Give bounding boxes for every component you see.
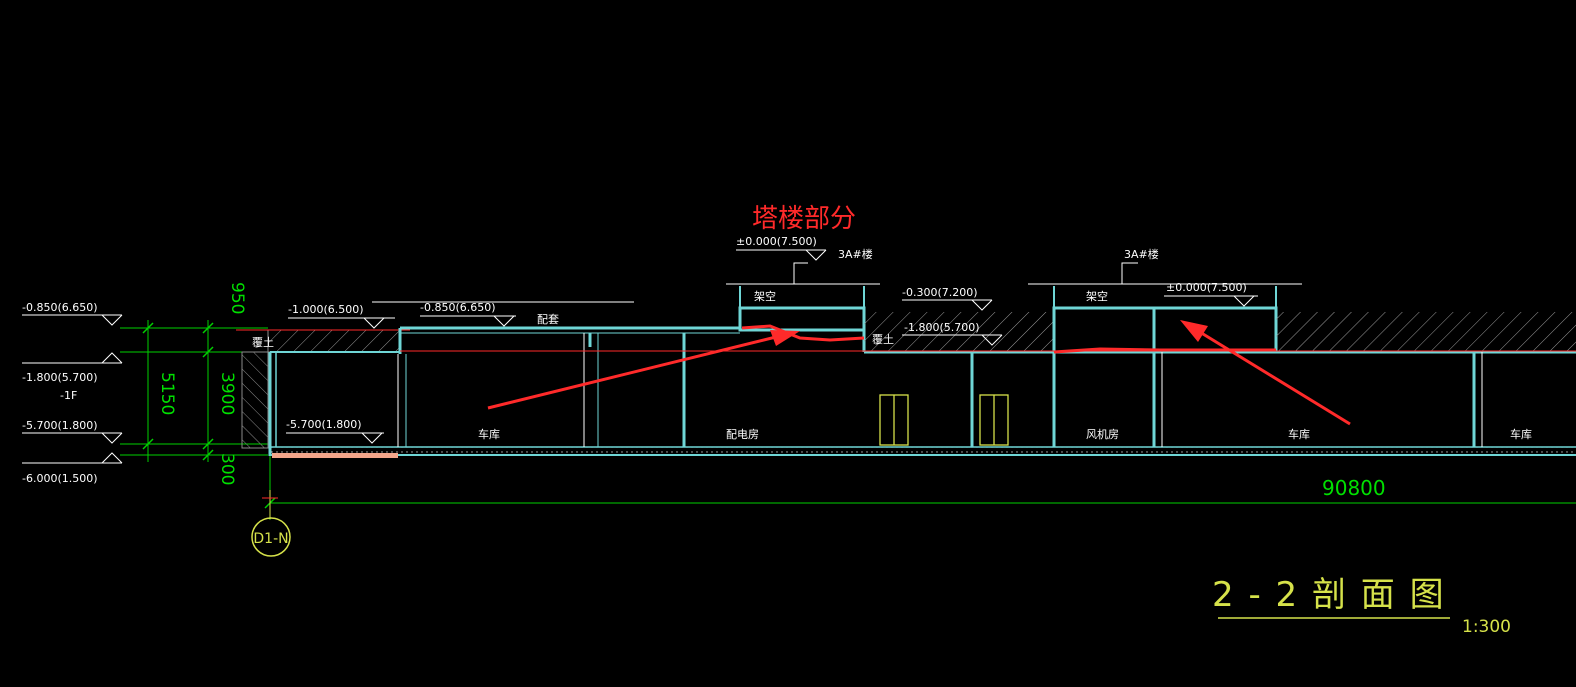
level-roof-left: -1.000(6.500) xyxy=(288,303,364,316)
label-tower-b: 3A#楼 xyxy=(1124,247,1159,261)
annotation-tower-part: 塔楼部分 xyxy=(752,204,856,234)
level-roof-mid: -0.850(6.650) xyxy=(420,301,496,314)
level-floor: -5.700(1.800) xyxy=(286,418,362,431)
section-level-markers: -1.000(6.500) -0.850(6.650) 配套 ±0.000(7.… xyxy=(286,235,1302,444)
left-dimension-chain: 950 5150 3900 300 xyxy=(120,282,268,485)
level-tower-a-top: ±0.000(7.500) xyxy=(736,235,817,248)
label-soil-mid: 覆土 xyxy=(872,333,894,346)
red-arrow-left xyxy=(487,331,793,410)
label-tower-a: 3A#楼 xyxy=(838,247,873,261)
dim-5150: 5150 xyxy=(157,372,177,415)
label-fan-room: 风机房 xyxy=(1086,427,1119,441)
level-left-1: -0.850(6.650) xyxy=(22,301,98,314)
dim-3900: 3900 xyxy=(217,372,237,415)
section-title: 2 - 2 剖 面 图 xyxy=(1212,575,1446,615)
level-left-3: -5.700(1.800) xyxy=(22,419,98,432)
floor-label-1f: -1F xyxy=(60,389,77,402)
dim-950: 950 xyxy=(227,282,247,314)
section-title-block: 2 - 2 剖 面 图 1:300 xyxy=(1212,575,1511,637)
dim-300: 300 xyxy=(217,453,237,485)
red-markup: 塔楼部分 xyxy=(400,204,1576,426)
label-tower-a-room: 架空 xyxy=(754,289,776,303)
red-arrow-right xyxy=(1189,324,1351,426)
left-soil: 覆土 xyxy=(236,329,410,449)
label-garage-3: 车库 xyxy=(1510,427,1532,441)
label-tower-b-room: 架空 xyxy=(1086,289,1108,303)
level-left-2: -1.800(5.700) xyxy=(22,371,98,384)
level-left-4: -6.000(1.500) xyxy=(22,472,98,485)
room-labels: 车库 配电房 风机房 车库 车库 xyxy=(478,427,1532,441)
label-garage-1: 车库 xyxy=(478,427,500,441)
label-power-room: 配电房 xyxy=(726,428,759,441)
label-lane: 配套 xyxy=(537,313,559,326)
axis-bubble: D1-N xyxy=(251,490,291,557)
total-dimension-value: 90800 xyxy=(1322,476,1386,500)
label-soil-left: 覆土 xyxy=(252,336,274,349)
left-level-markers: -0.850(6.650) -1.800(5.700) -1F -5.700(1… xyxy=(22,301,123,485)
section-scale: 1:300 xyxy=(1462,617,1511,637)
structure: 覆土 xyxy=(268,286,1576,458)
level-tower-b-top: ±0.000(7.500) xyxy=(1166,281,1247,294)
level-mid-lower: -1.800(5.700) xyxy=(904,321,980,334)
level-mid-top: -0.300(7.200) xyxy=(902,286,978,299)
axis-label: D1-N xyxy=(253,531,288,547)
total-dimension: 90800 xyxy=(264,456,1576,520)
label-garage-2: 车库 xyxy=(1288,427,1310,441)
